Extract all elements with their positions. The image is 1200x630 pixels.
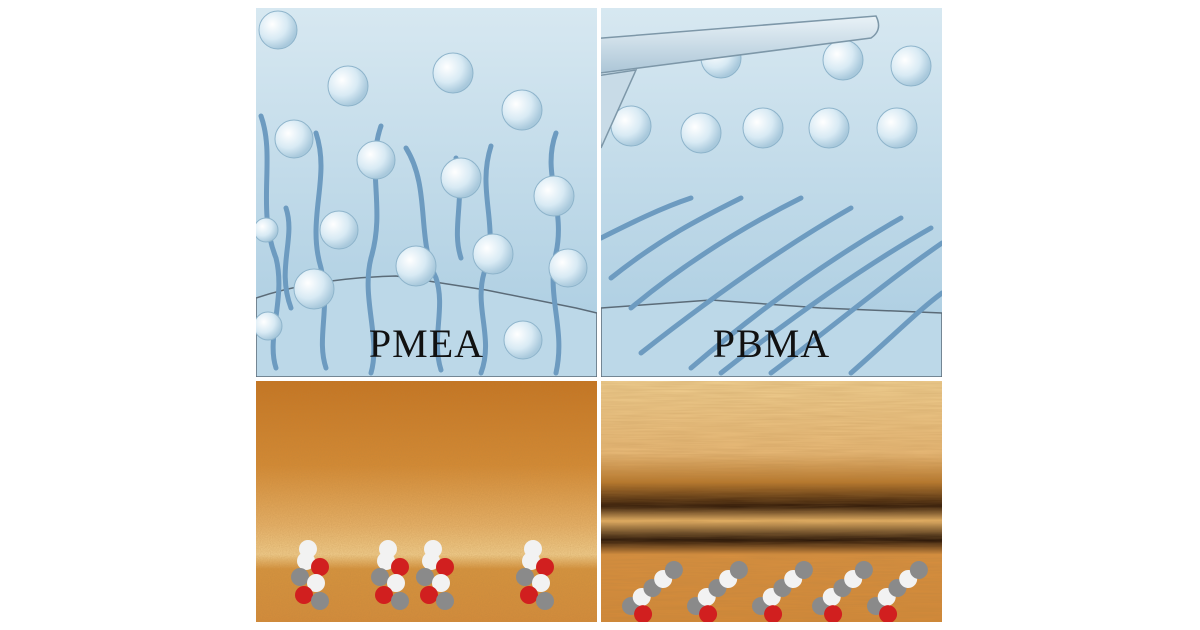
pmea-illustration-panel: PMEA <box>256 8 597 377</box>
pbma-label: PBMA <box>712 321 831 366</box>
pbma-molecules <box>622 561 928 622</box>
pmea-afm-image <box>256 381 597 622</box>
pmea-label: PMEA <box>368 321 485 366</box>
figure: PMEA <box>256 8 942 622</box>
pbma-afm-map <box>601 381 942 622</box>
pmea-illustration <box>256 8 597 377</box>
pbma-illustration-panel: PBMA <box>601 8 942 377</box>
pmea-molecules <box>291 540 554 610</box>
afm-tip-icon <box>601 15 880 149</box>
pbma-afm-image <box>601 381 942 622</box>
pmea-afm-map <box>256 381 597 622</box>
pbma-illustration <box>601 8 942 377</box>
